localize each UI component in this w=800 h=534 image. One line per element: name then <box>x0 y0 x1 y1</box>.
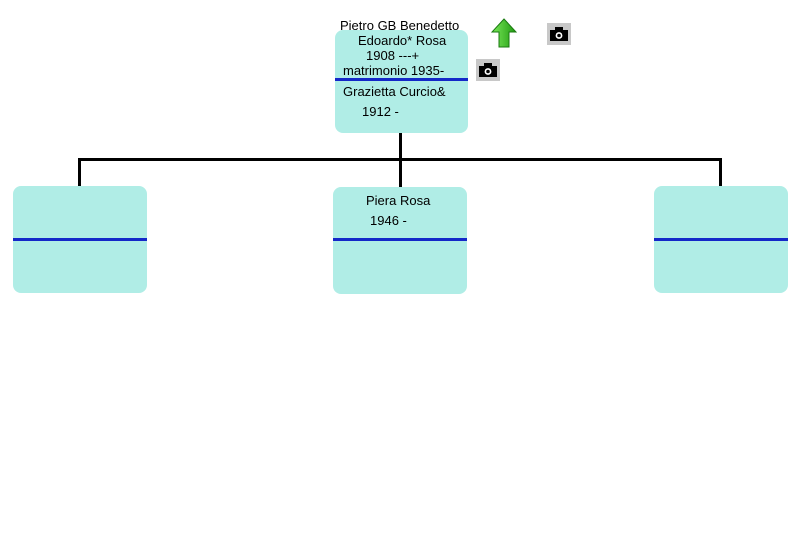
up-arrow-icon[interactable] <box>491 18 517 48</box>
child-connector-middle <box>399 158 402 188</box>
wife-camera-icon[interactable] <box>476 59 500 81</box>
marriage-info: matrimonio 1935- <box>343 63 445 78</box>
camera-icon-glyph <box>550 27 568 41</box>
camera-icon[interactable] <box>547 23 571 45</box>
couple-box[interactable] <box>335 30 468 133</box>
husband-name-line2[interactable]: Edoardo* Rosa <box>358 33 447 48</box>
parent-connector <box>399 132 402 160</box>
camera-icon-glyph <box>479 63 497 77</box>
child-separator-left <box>13 238 147 241</box>
wife-dates: 1912 - <box>362 104 399 119</box>
child-name-middle[interactable]: Piera Rosa <box>366 193 431 208</box>
husband-name-line1[interactable]: Pietro GB Benedetto <box>340 18 460 33</box>
child-connector-left <box>78 158 81 186</box>
wife-name[interactable]: Grazietta Curcio& <box>343 84 446 99</box>
child-separator-right <box>654 238 788 241</box>
child-separator-middle <box>333 238 467 241</box>
child-dates-middle: 1946 - <box>370 213 407 228</box>
couple-separator <box>335 78 468 81</box>
child-connector-right <box>719 158 722 186</box>
husband-dates: 1908 ---+ <box>366 48 420 63</box>
